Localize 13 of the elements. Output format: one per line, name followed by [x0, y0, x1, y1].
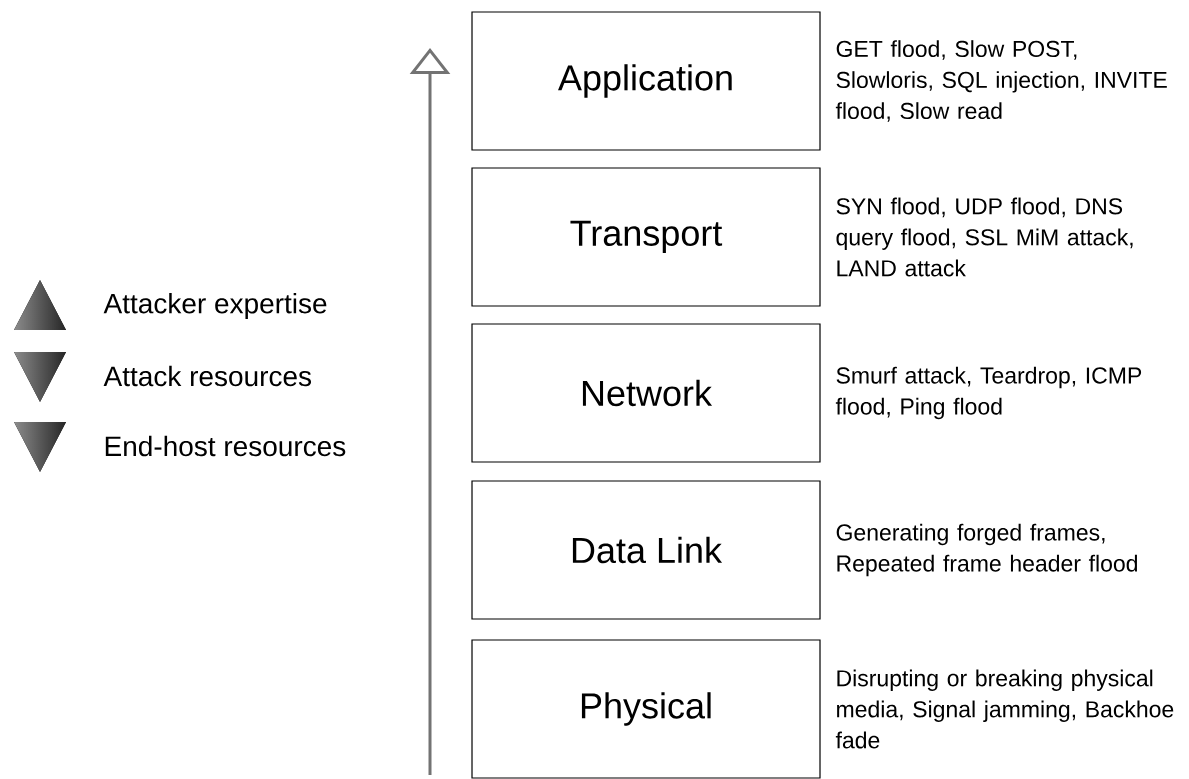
attack-list: Disrupting or breaking physical media, Signal jamming, Backhoe fade	[835, 669, 1174, 749]
attack-list: Smurf attack, Teardrop, ICMP flood, Ping flood	[835, 366, 1142, 420]
layer-box: Transport	[471, 167, 821, 307]
legend-text: Attack resources	[103, 365, 311, 387]
layer-box: Application	[471, 11, 821, 151]
attack-list: SYN flood, UDP flood, DNS query flood, SSL MiM attack, LAND attack	[836, 197, 1133, 277]
attack-list: Generating forged frames, Repeated frame header flood	[836, 523, 1137, 577]
legend-text: Attacker expertise	[103, 292, 327, 320]
legend-text: End-host resources	[105, 435, 346, 457]
layer-box: Physical	[471, 639, 821, 779]
layer-box: Data Link	[471, 480, 821, 620]
layer-box: Network	[471, 323, 821, 463]
attack-list: GET flood, Slow POST, Slowloris, SQL injection, INVITE flood, Slow read	[835, 40, 1167, 122]
